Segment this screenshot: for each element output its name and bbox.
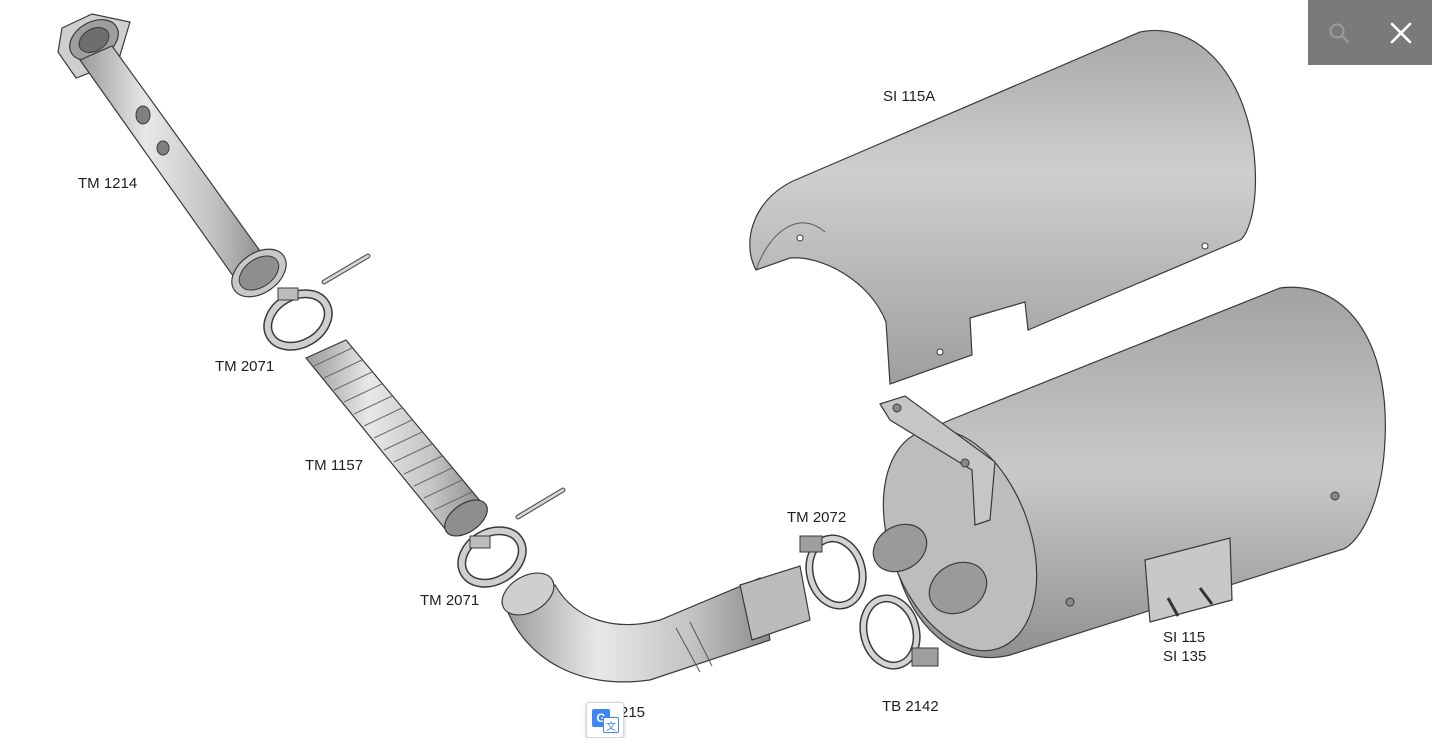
label-si115a: SI 115A — [883, 88, 936, 105]
bolt-lower — [515, 487, 566, 520]
translate-button[interactable]: G 文 — [586, 702, 624, 738]
translate-char-icon: 文 — [603, 717, 619, 733]
bolt-upper — [321, 253, 371, 285]
viewer-toolbar — [1308, 0, 1432, 65]
part-tm2072-clamp — [799, 534, 867, 610]
label-tm1157: TM 1157 — [305, 457, 364, 474]
label-tb2142: TB 2142 — [882, 698, 939, 715]
part-tm2071-clamp-lower — [457, 526, 527, 588]
part-tm215-elbow-pipe — [501, 565, 811, 683]
part-tm1157-flex-pipe — [305, 339, 488, 537]
label-tm2071-lower: TM 2071 — [420, 592, 480, 609]
close-button[interactable] — [1370, 0, 1432, 65]
part-si115a-heat-shield — [749, 29, 1257, 385]
part-tm2071-clamp-upper — [263, 287, 333, 351]
label-si135: SI 135 — [1163, 648, 1207, 665]
label-tm2071-upper: TM 2071 — [215, 358, 275, 375]
label-tm215-partial: 215 — [620, 704, 646, 721]
search-icon — [1329, 23, 1350, 43]
search-button[interactable] — [1308, 0, 1370, 65]
part-tm1214-flange-pipe — [57, 13, 287, 298]
close-icon — [1390, 22, 1412, 43]
label-si115: SI 115 — [1163, 629, 1206, 646]
part-si115-muffler — [872, 286, 1386, 659]
label-tm2072: TM 2072 — [787, 509, 847, 526]
part-tb2142-clamp — [859, 594, 939, 670]
label-tm1214: TM 1214 — [78, 175, 138, 192]
